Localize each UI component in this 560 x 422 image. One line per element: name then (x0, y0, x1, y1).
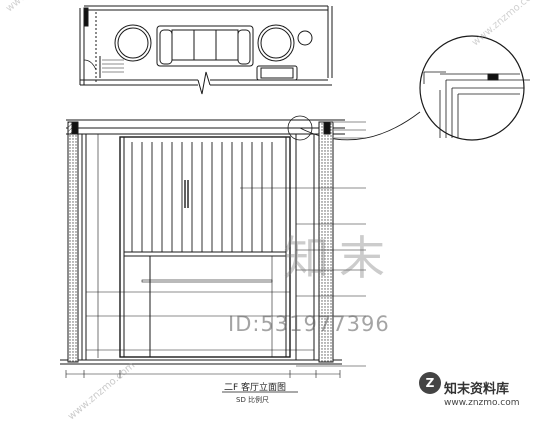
brand-logo-icon: Z (419, 372, 441, 394)
vertical-slats (131, 142, 273, 252)
detail-leader (299, 111, 421, 141)
brand-url: www.znzmo.com (444, 398, 520, 408)
annotation-leaders (240, 121, 366, 367)
plan-view (79, 5, 333, 95)
left-wall-section (67, 121, 79, 363)
right-wall-section (318, 121, 334, 363)
elevation-view (60, 119, 366, 378)
break-line (197, 71, 211, 95)
brand-panel (438, 372, 560, 420)
round-table-left (114, 24, 152, 62)
sofa-plan (156, 25, 254, 67)
dimension-line (65, 370, 341, 378)
plan-column (83, 7, 89, 27)
brand-name: 知末资料库 (444, 382, 510, 397)
tv-wall-panel (119, 136, 291, 358)
armchair-plan (256, 65, 298, 81)
round-table-right (257, 24, 295, 62)
